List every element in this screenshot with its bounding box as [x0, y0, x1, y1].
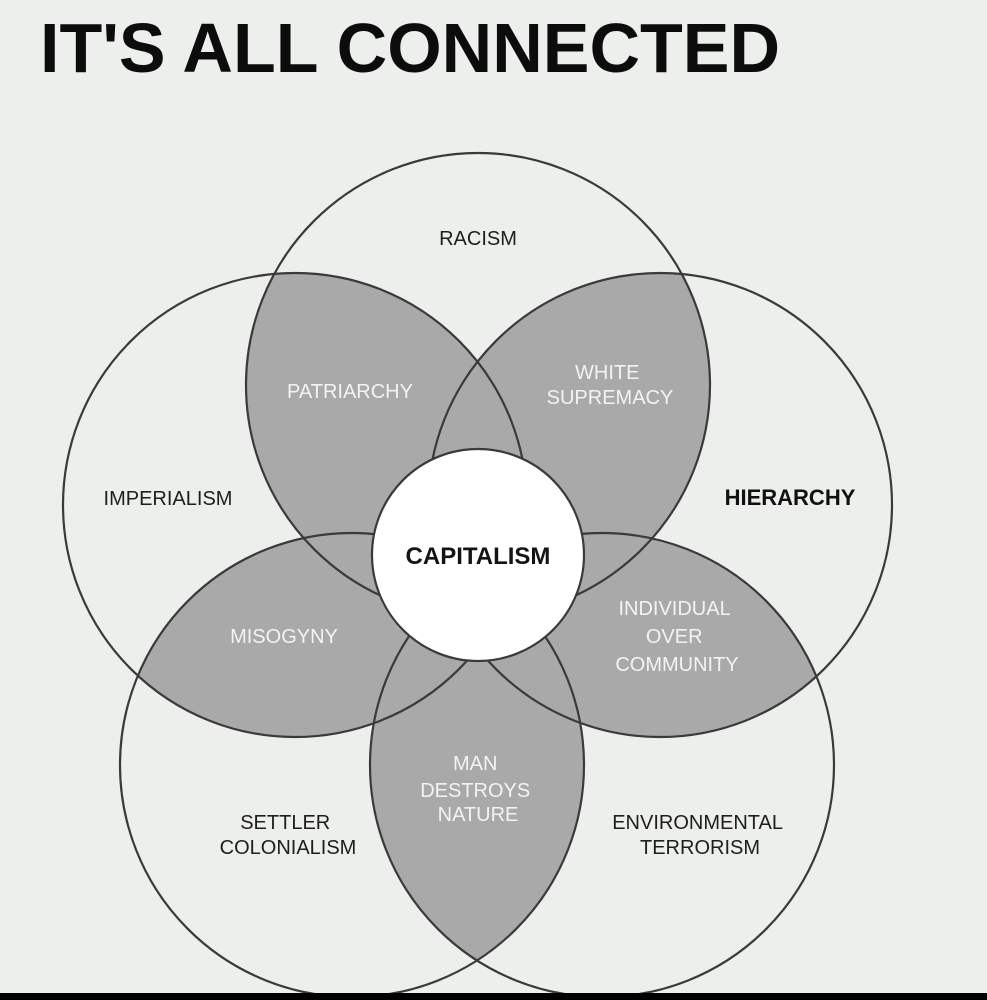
label-environmental-terrorism-line2: TERRORISM — [640, 837, 760, 859]
label-capitalism: CAPITALISM — [406, 543, 551, 570]
label-man-destroys-nature: MAN DESTROYS NATURE — [420, 753, 536, 826]
petal-top-right — [428, 273, 710, 617]
label-individual-over-community-line2: OVER — [646, 626, 703, 648]
label-environmental-terrorism-line1: ENVIRONMENTAL — [612, 812, 783, 834]
label-hierarchy: HIERARCHY — [725, 485, 856, 510]
label-white-supremacy-line2: SUPREMACY — [547, 387, 674, 409]
label-settler-colonialism-line2: COLONIALISM — [220, 837, 357, 859]
petal-top-left — [246, 273, 527, 617]
label-settler-colonialism: SETTLER COLONIALISM — [220, 812, 357, 859]
page-title: IT'S ALL CONNECTED — [40, 9, 780, 87]
label-settler-colonialism-line1: SETTLER — [240, 812, 330, 834]
circle-environmental-terrorism — [368, 531, 836, 993]
label-white-supremacy: WHITE SUPREMACY — [547, 362, 674, 409]
label-individual-over-community: INDIVIDUAL OVER COMMUNITY — [615, 598, 738, 676]
circle-outlines — [61, 151, 894, 993]
label-environmental-terrorism: ENVIRONMENTAL TERRORISM — [612, 812, 788, 859]
label-individual-over-community-line1: INDIVIDUAL — [618, 598, 730, 620]
circle-settler-colonialism — [118, 531, 586, 993]
label-individual-over-community-line3: COMMUNITY — [615, 654, 738, 676]
label-misogyny: MISOGYNY — [230, 626, 338, 648]
center-circle — [370, 447, 586, 663]
label-patriarchy: PATRIARCHY — [287, 381, 413, 403]
label-imperialism: IMPERIALISM — [104, 488, 233, 510]
label-white-supremacy-line1: WHITE — [575, 362, 639, 384]
label-man-destroys-nature-line3: NATURE — [438, 804, 519, 826]
label-man-destroys-nature-line1: MAN — [453, 753, 497, 775]
label-man-destroys-nature-line2: DESTROYS — [420, 780, 530, 802]
label-racism: RACISM — [439, 228, 517, 250]
